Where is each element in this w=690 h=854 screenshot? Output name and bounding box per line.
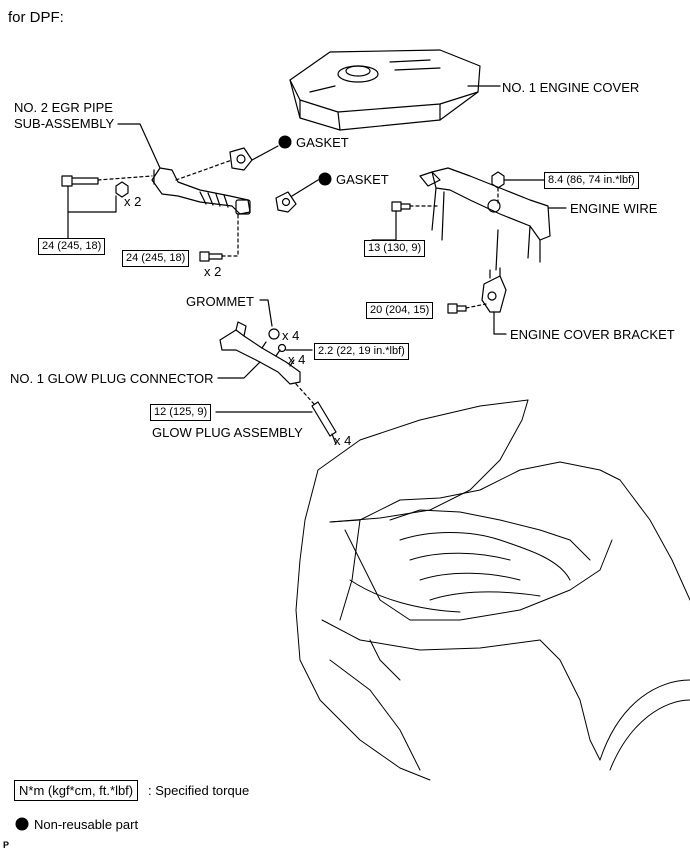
legend-torque-format: N*m (kgf*cm, ft.*lbf): [14, 780, 139, 801]
grommet-label: GROMMET: [186, 294, 254, 309]
gasket-2-label: GASKET: [336, 172, 389, 187]
qty-glow-plug: x 4: [334, 433, 352, 448]
torque-glow-plug: 12 (125, 9): [150, 404, 212, 421]
gasket-1-label: GASKET: [296, 135, 349, 150]
egr-pipe-label-line1: NO. 2 EGR PIPE: [14, 100, 113, 115]
torque-connector-nut: 2.2 (22, 19 in.*lbf): [314, 343, 409, 360]
gasket-2-leader: [291, 179, 319, 197]
grommet-drawing: [268, 328, 280, 340]
legend-non-reusable: Non-reusable part: [34, 817, 139, 832]
qty-egr-lower-bolt: x 2: [204, 264, 222, 279]
egr-lower-bolt-drawing: [199, 251, 223, 262]
engine-wire-bolt-drawing: [391, 201, 411, 212]
engine-cover-drawing: [289, 49, 481, 131]
gasket-1-leader: [251, 145, 279, 161]
non-reusable-part-icon: [318, 172, 332, 186]
qty-connector-nut: x 4: [288, 352, 306, 367]
non-reusable-part-icon: [15, 817, 29, 831]
egr-pipe-label-line2: SUB-ASSEMBLY: [14, 116, 115, 131]
glow-plug-connector-label: NO. 1 GLOW PLUG CONNECTOR: [10, 371, 214, 386]
connector-nut-drawing: [277, 343, 287, 353]
glow-plug-connector-leader: [217, 361, 261, 379]
glow-plug-assembly-label: GLOW PLUG ASSEMBLY: [152, 425, 303, 440]
bracket-bolt-drawing: [447, 303, 467, 314]
gasket-2-drawing: [275, 191, 297, 213]
egr-pipe-leader: [117, 123, 161, 169]
page-title: for DPF:: [8, 9, 64, 26]
torque-egr-bolt: 24 (245, 18): [38, 238, 106, 255]
egr-nut-drawing: [115, 181, 129, 198]
engine-wire-nut-drawing: [491, 171, 505, 189]
egr-pipe-drawing: [151, 167, 251, 215]
engine-wire-drawing: [419, 167, 551, 271]
gasket-1-drawing: [229, 147, 253, 171]
engine-cover-bracket-label: ENGINE COVER BRACKET: [510, 327, 675, 342]
engine-cover-bracket-drawing: [481, 267, 507, 313]
engine-cover-label: NO. 1 ENGINE COVER: [502, 80, 640, 95]
torque-bracket-bolt: 20 (204, 15): [366, 302, 434, 319]
engine-wire-label: ENGINE WIRE: [570, 201, 658, 216]
egr-bolt-drawing: [61, 175, 99, 187]
torque-engine-wire-bolt: 13 (130, 9): [364, 240, 426, 257]
vehicle-front-drawing: [295, 399, 690, 781]
figure-code: P: [3, 840, 10, 850]
engine-cover-bracket-leader: [493, 311, 507, 335]
non-reusable-part-icon: [278, 135, 292, 149]
glow-plug-drawing: [311, 401, 337, 445]
qty-grommet: x 4: [282, 328, 300, 343]
torque-egr-lower-bolt: 24 (245, 18): [122, 250, 190, 267]
legend-torque-desc: : Specified torque: [148, 783, 250, 798]
torque-engine-wire-nut: 8.4 (86, 74 in.*lbf): [544, 172, 639, 189]
qty-egr-nut: x 2: [124, 194, 142, 209]
